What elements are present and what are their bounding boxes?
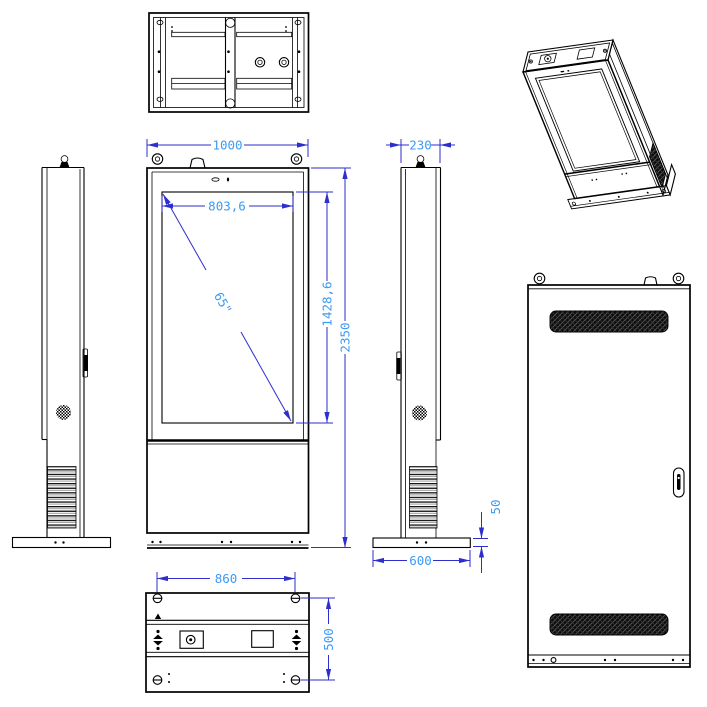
flange-tab (665, 162, 676, 197)
anchor-hole (152, 675, 163, 685)
eyebolt (533, 272, 546, 285)
dim-base-bolt-spacing-depth-label: 500 (321, 628, 336, 651)
eyebolt (151, 153, 164, 165)
screen-window (161, 191, 294, 424)
antenna-bump (643, 276, 658, 286)
side-face (607, 38, 669, 197)
dim-overall-width-label: 1000 (212, 137, 242, 152)
isometric-view (521, 38, 676, 210)
eyebolt (59, 155, 70, 168)
eyebolt (672, 272, 685, 285)
eyebolt (415, 155, 426, 168)
anchor-hole (290, 675, 301, 685)
cable-entry-gland (179, 630, 204, 649)
sensor-dot (567, 69, 570, 72)
sensor-slot (560, 70, 565, 73)
dim-base-bolt-spacing-width: 860 (156, 571, 296, 592)
vent-bottom (549, 613, 669, 636)
leveling-symbol (153, 629, 163, 651)
cross-bar (171, 31, 226, 38)
dim-base-bolt-spacing-depth: 500 (301, 597, 336, 681)
base-strip (147, 532, 309, 549)
speaker-grille (56, 405, 71, 420)
door-handle (672, 467, 685, 498)
light-sensor (211, 177, 220, 182)
cable-gland (278, 57, 290, 68)
rail-slot (294, 96, 302, 102)
top-view (148, 12, 310, 113)
dim-cabinet-depth-label: 230 (409, 137, 432, 152)
antenna-bump (189, 157, 206, 169)
right-side-view (372, 155, 471, 549)
dim-base-depth-label: 600 (409, 553, 432, 568)
cable-gland (254, 57, 266, 68)
louver-vent (409, 466, 438, 529)
dim-base-plate-height-label: 50 (488, 499, 503, 514)
cross-bar (236, 31, 293, 38)
dim-overall-width: 1000 (146, 137, 309, 157)
lock-handle (82, 348, 88, 378)
bottom-view (145, 592, 310, 693)
louver-vent (47, 466, 77, 529)
screen-window (534, 68, 641, 172)
vent-top (549, 310, 669, 333)
bottom-center-hole (225, 98, 236, 109)
speaker-grille (412, 405, 427, 421)
rail-slot (156, 19, 164, 26)
front-view: 65" (146, 153, 310, 549)
dim-overall-height: 2350 (311, 167, 352, 548)
back-view (527, 272, 691, 668)
dim-screen-diagonal: 65" (162, 193, 292, 422)
dim-base-depth: 600 (372, 550, 471, 568)
orientation-mark (154, 613, 162, 619)
dim-screen-width: 803,6 (161, 196, 294, 213)
rail-slot (156, 96, 164, 102)
anchor-hole (152, 593, 163, 604)
left-side-view (11, 155, 112, 549)
anchor-hole (290, 593, 301, 604)
base-plate (11, 536, 112, 549)
side-vent (649, 141, 667, 190)
base-plate (372, 537, 471, 549)
dim-cabinet-depth: 230 (386, 137, 455, 163)
dim-screen-height-label: 1428,6 (319, 281, 334, 326)
lock-handle (396, 351, 402, 381)
eyebolt (290, 153, 303, 165)
dim-base-plate-height: 50 (473, 499, 503, 573)
top-cutout (576, 47, 596, 60)
dim-screen-diagonal-label: 65" (211, 289, 235, 316)
dim-base-bolt-spacing-width-label: 860 (215, 571, 238, 586)
top-cutout-fan (538, 52, 557, 66)
rail-slot (294, 19, 302, 26)
top-center-hole (225, 17, 236, 28)
dim-screen-width-label: 803,6 (208, 198, 246, 213)
cable-entry-opening (251, 630, 274, 648)
sensor-dot (226, 177, 230, 182)
leveling-symbol (291, 629, 302, 651)
base-strip (528, 654, 690, 664)
dim-overall-height-label: 2350 (337, 322, 352, 352)
dim-screen-height: 1428,6 (296, 191, 334, 424)
